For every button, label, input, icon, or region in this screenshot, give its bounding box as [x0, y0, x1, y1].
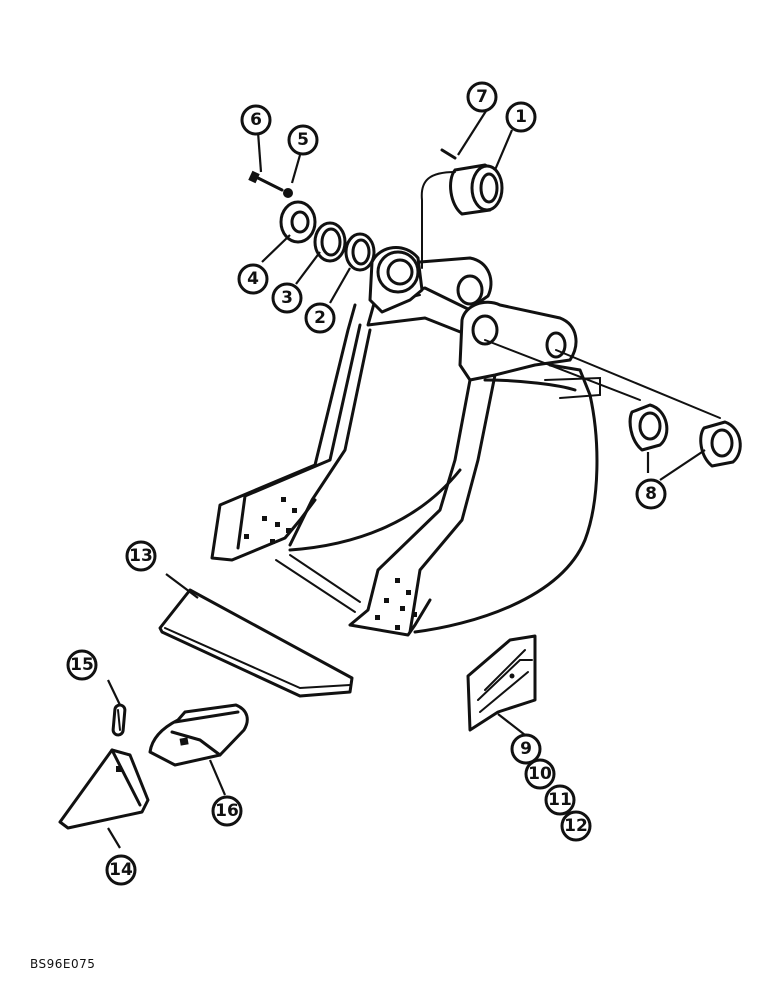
callout-label: 10 [528, 764, 552, 784]
callout-label: 4 [247, 269, 259, 289]
figure-code: BS96E075 [30, 957, 96, 971]
callout-label: 16 [215, 801, 239, 821]
callout-label: 15 [70, 655, 94, 675]
tooth-pin-part-15 [111, 703, 127, 737]
tooth-part-14 [58, 748, 150, 830]
shim-part-3 [313, 221, 347, 263]
callout-5: 5 [287, 124, 319, 156]
callout-label: 5 [297, 130, 309, 150]
callout-label: 13 [129, 546, 153, 566]
callout-2: 2 [304, 302, 336, 334]
shim-part-2 [344, 232, 376, 272]
callout-12: 12 [560, 810, 592, 842]
callout-9: 9 [510, 733, 542, 765]
callout-label: 6 [250, 110, 262, 130]
callout-label: 9 [520, 739, 532, 759]
washer-part-5 [283, 188, 293, 198]
bushing-part-8-right [699, 420, 742, 468]
callout-15: 15 [66, 649, 98, 681]
callout-label: 2 [314, 308, 326, 328]
bushing-part-8-left [628, 403, 669, 452]
bucket-body [210, 245, 721, 637]
callout-7: 7 [466, 81, 498, 113]
callout-label: 14 [109, 860, 133, 880]
callout-11: 11 [544, 784, 576, 816]
bushing-part-1 [449, 163, 504, 216]
callout-8: 8 [635, 478, 667, 510]
adapter-part-16 [148, 703, 249, 767]
callout-leaders [107, 110, 706, 849]
callout-label: 3 [281, 288, 293, 308]
cutting-edge-part-13 [158, 588, 354, 698]
callout-3: 3 [271, 282, 303, 314]
callout-6: 6 [240, 104, 272, 136]
callout-label: 1 [515, 107, 527, 127]
callout-10: 10 [524, 758, 556, 790]
callout-1: 1 [505, 101, 537, 133]
callout-label: 7 [476, 87, 488, 107]
callout-label: 12 [564, 816, 588, 836]
callout-16: 16 [211, 795, 243, 827]
callout-14: 14 [105, 854, 137, 886]
capscrew-part-6 [248, 170, 284, 192]
callout-label: 8 [645, 484, 657, 504]
callout-13: 13 [125, 540, 157, 572]
wear-plate-part-9-12 [466, 634, 537, 732]
callout-4: 4 [237, 263, 269, 295]
bushing-leader-line [420, 171, 456, 269]
callout-label: 11 [548, 790, 572, 810]
retainer-plate-part-4 [279, 200, 317, 244]
roll-pin-part-7 [440, 148, 457, 160]
